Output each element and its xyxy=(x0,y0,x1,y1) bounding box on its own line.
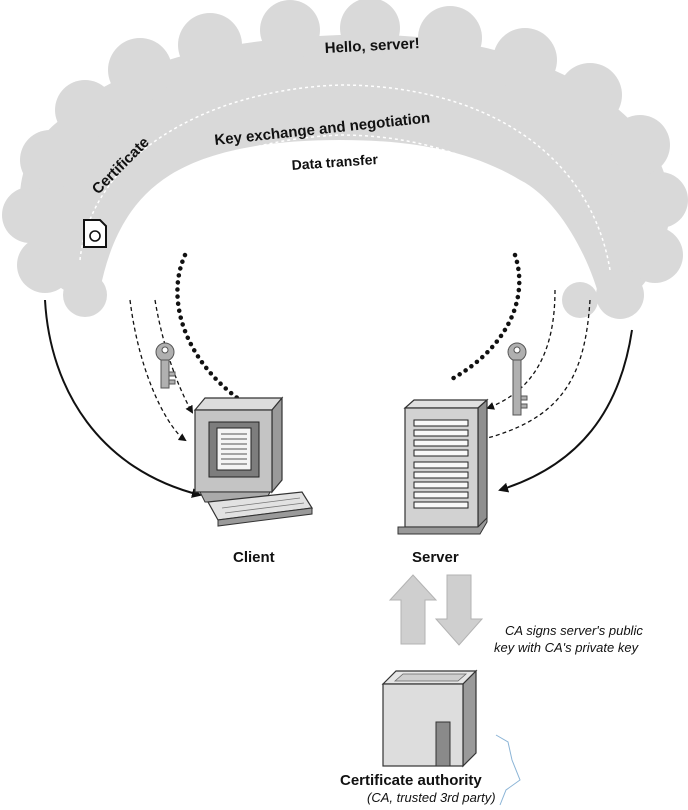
dotted-path-left xyxy=(175,252,243,403)
key-icon-right xyxy=(507,342,528,416)
ca-subtitle-label: (CA, trusted 3rd party) xyxy=(367,790,496,805)
scribble-mark xyxy=(495,734,521,806)
server-tower-icon xyxy=(397,398,489,535)
server-label: Server xyxy=(412,549,459,566)
certificate-document-icon xyxy=(83,219,107,248)
dotted-path-right xyxy=(447,252,522,383)
solid-arrow-right xyxy=(498,329,633,493)
ca-exchange-arrows xyxy=(388,574,484,646)
dashed-arrow-left-1 xyxy=(129,299,187,442)
ca-sign-line1: CA signs server's public xyxy=(505,623,643,638)
client-label: Client xyxy=(233,549,275,566)
dashed-arrow-left-2 xyxy=(154,299,194,414)
up-arrow-icon xyxy=(388,574,438,645)
dashed-arrow-right-1 xyxy=(486,289,556,410)
ca-sign-line2: key with CA's private key xyxy=(494,640,640,655)
solid-arrow-left xyxy=(44,299,202,498)
down-arrow-icon xyxy=(434,574,484,646)
desktop-computer-icon xyxy=(193,396,314,527)
connection-arrows xyxy=(44,252,633,498)
data-transfer-label: Data transfer xyxy=(291,151,379,173)
cloud-band xyxy=(2,0,688,319)
ca-title-label: Certificate authority xyxy=(340,772,482,789)
building-icon xyxy=(381,669,478,768)
dashed-arrow-right-2 xyxy=(478,299,591,443)
key-icon-left xyxy=(155,342,176,389)
hello-label: Hello, server! xyxy=(324,35,420,57)
